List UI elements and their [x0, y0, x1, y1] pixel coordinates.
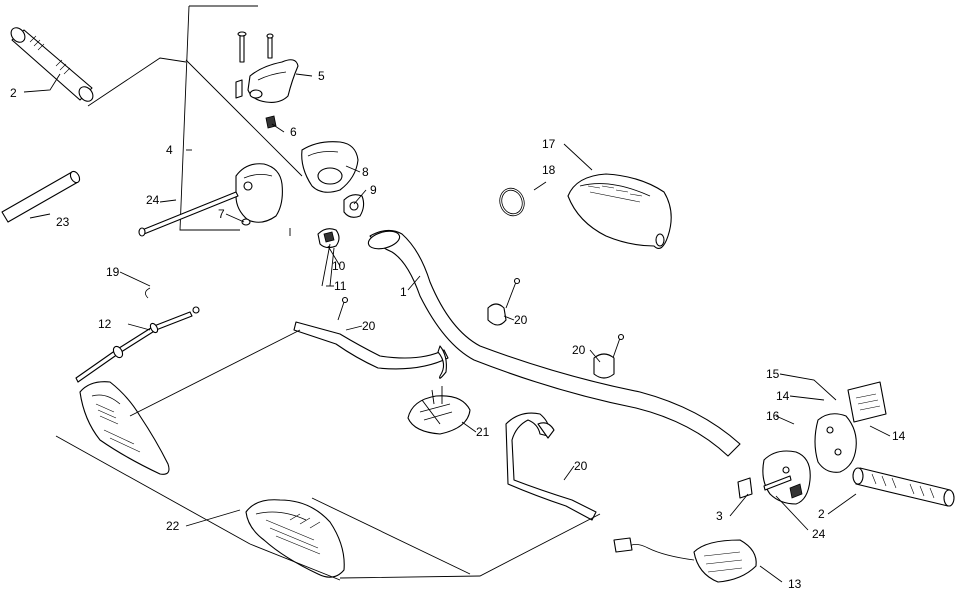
- callout-labels: 2 23 4 5 6 7 8 9 10 11 1 24 19 12 18 17 …: [10, 69, 906, 591]
- callout-11: 11: [334, 279, 347, 293]
- part-snap-ring: [499, 187, 525, 217]
- callout-9: 9: [370, 183, 377, 197]
- part-brace-clamp-right: [593, 353, 615, 379]
- part-left-grip: [10, 27, 94, 102]
- callout-7: 7: [218, 207, 225, 221]
- callout-8: 8: [362, 165, 369, 179]
- callout-10: 10: [332, 259, 346, 273]
- part-spacer: [737, 477, 753, 499]
- callout-6: 6: [290, 125, 297, 139]
- callout-1: 1: [400, 285, 407, 299]
- callout-22: 22: [166, 519, 180, 533]
- part-throttle-body: [235, 163, 283, 226]
- part-throttle-lever: [235, 31, 299, 103]
- part-clamp: [343, 194, 365, 218]
- callout-24-right: 24: [812, 527, 826, 541]
- callout-23: 23: [56, 215, 70, 229]
- part-screw-right: [763, 475, 792, 491]
- part-clip: [145, 287, 151, 299]
- callout-16: 16: [766, 409, 780, 423]
- part-brace-lower: [505, 412, 597, 521]
- part-handguard-left: [79, 381, 170, 475]
- callout-14-b: 14: [892, 429, 906, 443]
- part-screw-left: [138, 191, 239, 237]
- callout-15: 15: [766, 367, 780, 381]
- part-switch-knob: [317, 228, 340, 249]
- part-switch-housing: [814, 381, 887, 473]
- part-small-screw: [321, 243, 331, 287]
- callout-4: 4: [166, 143, 173, 157]
- callout-20-c: 20: [572, 343, 586, 357]
- part-handguard-right: [245, 499, 345, 578]
- part-right-grip: [852, 467, 955, 507]
- callout-2-left: 2: [10, 86, 17, 100]
- callout-19: 19: [106, 265, 120, 279]
- callout-3: 3: [716, 509, 723, 523]
- callout-20-d: 20: [574, 459, 588, 473]
- part-cable: [75, 306, 200, 383]
- part-brace-upper: [293, 303, 507, 379]
- assembly-bracket: [179, 5, 258, 231]
- callout-17: 17: [542, 137, 556, 151]
- callout-18: 18: [542, 163, 556, 177]
- callout-20-b: 20: [514, 313, 528, 327]
- part-rod: [1, 170, 81, 223]
- part-heater-element: [613, 537, 757, 583]
- callout-24-left: 24: [146, 193, 160, 207]
- part-mount-plate: [407, 386, 471, 435]
- part-housing-cover: [301, 141, 359, 193]
- callout-20-a: 20: [362, 319, 376, 333]
- callout-5: 5: [318, 69, 325, 83]
- part-handguard-top: [567, 173, 672, 249]
- callout-14-a: 14: [776, 389, 790, 403]
- callout-13: 13: [788, 577, 802, 591]
- callout-21: 21: [476, 425, 490, 439]
- part-handlebar: [367, 229, 741, 457]
- callout-12: 12: [98, 317, 112, 331]
- leader-lines: [23, 57, 891, 583]
- callout-2-right: 2: [818, 507, 825, 521]
